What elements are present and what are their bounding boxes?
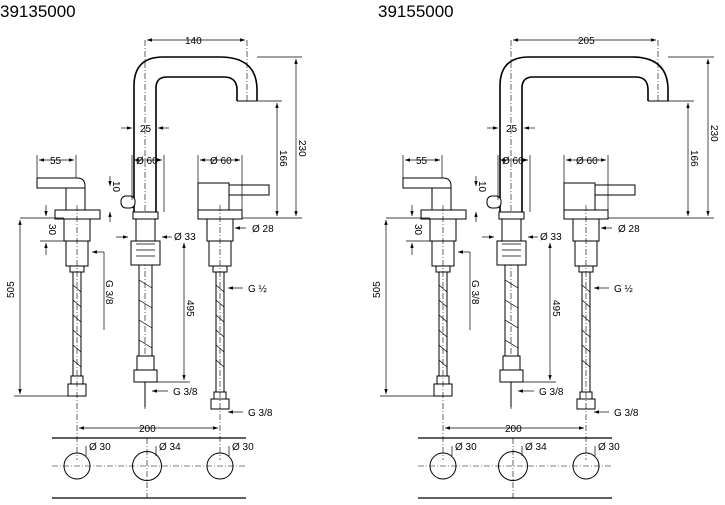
dim-hole-right: Ø 30	[598, 442, 620, 453]
right-handle	[563, 182, 636, 460]
dim-shank-length-495: 495	[184, 300, 195, 317]
dim-height-total: 230	[708, 125, 719, 142]
dim-handle-thickness: 10	[110, 181, 121, 193]
right-handle	[197, 182, 270, 460]
dim-handle-thickness: 10	[476, 181, 487, 193]
dim-rosette-height: 30	[412, 224, 423, 236]
dim-shank-length-505: 505	[372, 281, 383, 298]
model-number: 39135000	[0, 2, 76, 21]
dim-spread: 200	[505, 424, 522, 435]
dim-height-spout: 166	[277, 150, 288, 167]
dim-body-dia-right: Ø 60	[210, 156, 232, 167]
product-drawing-2: 39155000 205 230 166 25	[372, 2, 719, 499]
product-drawing-1: 39135000 140 230 166 25	[0, 2, 307, 499]
dim-shank-length-505: 505	[6, 281, 17, 298]
dim-hole-center: Ø 34	[159, 442, 181, 453]
dim-body-dia-right: Ø 60	[576, 156, 598, 167]
spout-body	[486, 195, 527, 407]
dim-spread: 200	[139, 424, 156, 435]
hole-pattern	[52, 437, 246, 499]
dim-thread-right: G 3/8	[614, 408, 639, 419]
dim-thread-g12: G ½	[248, 284, 268, 295]
left-handle	[36, 177, 101, 460]
dim-thread-right: G 3/8	[248, 408, 273, 419]
dim-shank-dia-33: Ø 33	[174, 232, 196, 243]
dim-body-dia-left: Ø 60	[136, 156, 158, 167]
dim-shank-dia-28: Ø 28	[252, 224, 274, 235]
dim-height-total: 230	[296, 140, 307, 157]
dim-height-spout: 166	[688, 150, 699, 167]
hole-pattern	[418, 437, 612, 499]
dim-spout-diameter: 25	[140, 124, 152, 135]
dim-shank-dia-28: Ø 28	[618, 224, 640, 235]
dim-hole-left: Ø 30	[455, 442, 477, 453]
dim-body-dia-left: Ø 60	[502, 156, 524, 167]
dim-handle-length: 55	[416, 156, 428, 167]
dim-thread-left: G 3/8	[103, 280, 114, 305]
dim-shank-dia-33: Ø 33	[540, 232, 562, 243]
dim-spout-reach: 205	[578, 36, 595, 47]
dim-spout-reach: 140	[185, 36, 202, 47]
dim-thread-center: G 3/8	[173, 387, 198, 398]
spout-body	[120, 195, 161, 407]
dim-hole-right: Ø 30	[232, 442, 254, 453]
dim-hole-left: Ø 30	[89, 442, 111, 453]
dim-hole-center: Ø 34	[525, 442, 547, 453]
dim-thread-g12: G ½	[614, 284, 634, 295]
dim-thread-left: G 3/8	[469, 280, 480, 305]
dim-thread-center: G 3/8	[539, 387, 564, 398]
dim-handle-length: 55	[50, 156, 62, 167]
model-number: 39155000	[378, 2, 454, 21]
dim-rosette-height: 30	[46, 224, 57, 236]
dim-shank-length-495: 495	[550, 300, 561, 317]
left-handle	[402, 177, 467, 460]
dim-spout-diameter: 25	[506, 124, 518, 135]
